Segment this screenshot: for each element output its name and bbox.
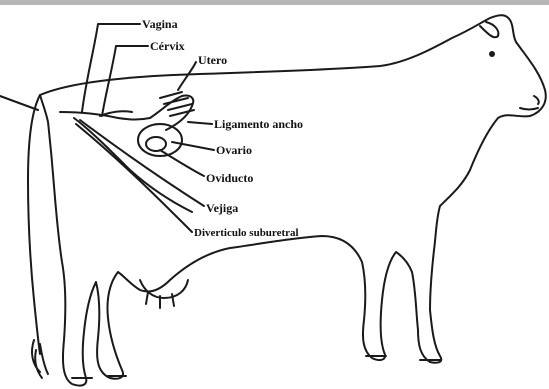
label-ligamento: Ligamento ancho <box>214 117 303 131</box>
label-ovario: Ovario <box>216 143 252 157</box>
leader-ligamento <box>188 122 212 124</box>
tail <box>28 95 40 354</box>
leader-cervix <box>102 46 148 116</box>
label-utero: Utero <box>198 53 227 67</box>
label-diverticulo: Diverticulo suburetral <box>194 227 299 239</box>
tail-switch <box>32 340 48 378</box>
teat-1 <box>146 292 148 304</box>
eye <box>489 51 495 57</box>
leader-offscreen <box>0 96 38 110</box>
label-vagina: Vagina <box>142 17 178 31</box>
nostril <box>534 96 539 104</box>
label-oviducto: Oviducto <box>206 171 253 185</box>
oviduct-shape <box>146 137 166 151</box>
ear <box>480 22 498 37</box>
label-vejiga: Vejiga <box>206 201 238 215</box>
cervix-tube <box>100 111 132 116</box>
label-cervix: Cérvix <box>150 39 185 53</box>
leader-vejiga <box>80 120 204 206</box>
leader-utero <box>178 62 196 90</box>
leader-diverticulo <box>76 124 192 232</box>
bladder-shape <box>74 118 192 212</box>
cow-body-outline <box>40 15 546 385</box>
mouth <box>520 108 538 110</box>
leader-oviducto <box>160 150 204 176</box>
